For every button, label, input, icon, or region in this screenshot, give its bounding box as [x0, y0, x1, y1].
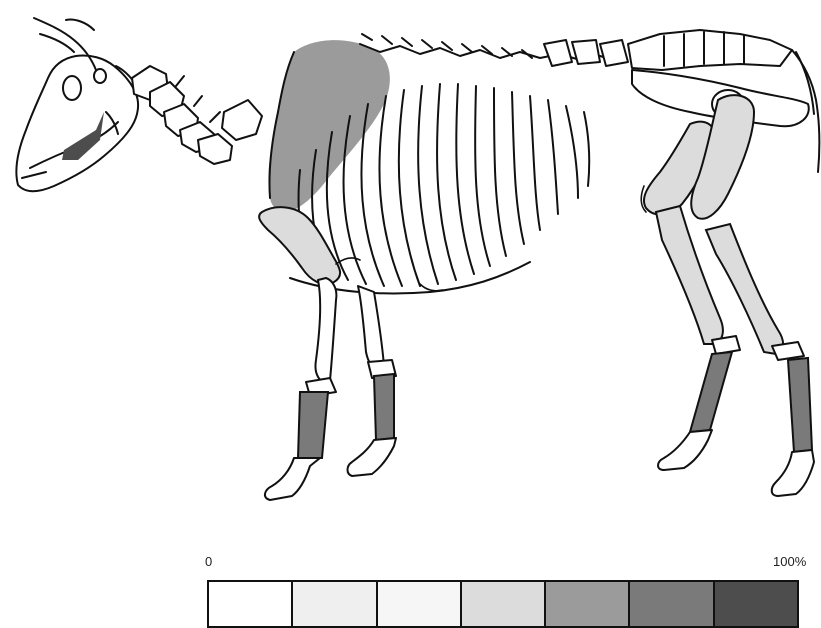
- cervical-vertebrae: [132, 66, 262, 164]
- metacarpal-right-shading: [374, 374, 394, 440]
- scale-max-label: 100%: [773, 554, 806, 569]
- scapula-shading: [268, 40, 389, 211]
- foreleg-right: [348, 286, 397, 476]
- metacarpal-left-shading: [298, 392, 328, 458]
- scale-swatch: [207, 580, 291, 628]
- shade-scale-bar: [207, 580, 799, 626]
- scale-swatch: [713, 580, 799, 628]
- thoracic-spine: [360, 34, 628, 66]
- scale-swatch: [544, 580, 628, 628]
- scale-min-label: 0: [205, 554, 212, 569]
- scale-swatch: [460, 580, 544, 628]
- metatarsal-right-shading: [788, 358, 812, 452]
- scale-swatch: [376, 580, 460, 628]
- scale-swatch: [291, 580, 375, 628]
- skull: [16, 18, 138, 191]
- foreleg-left: [265, 278, 336, 500]
- metatarsal-left-shading: [690, 352, 732, 432]
- scale-swatch: [628, 580, 712, 628]
- tibia-left-shading: [656, 206, 723, 344]
